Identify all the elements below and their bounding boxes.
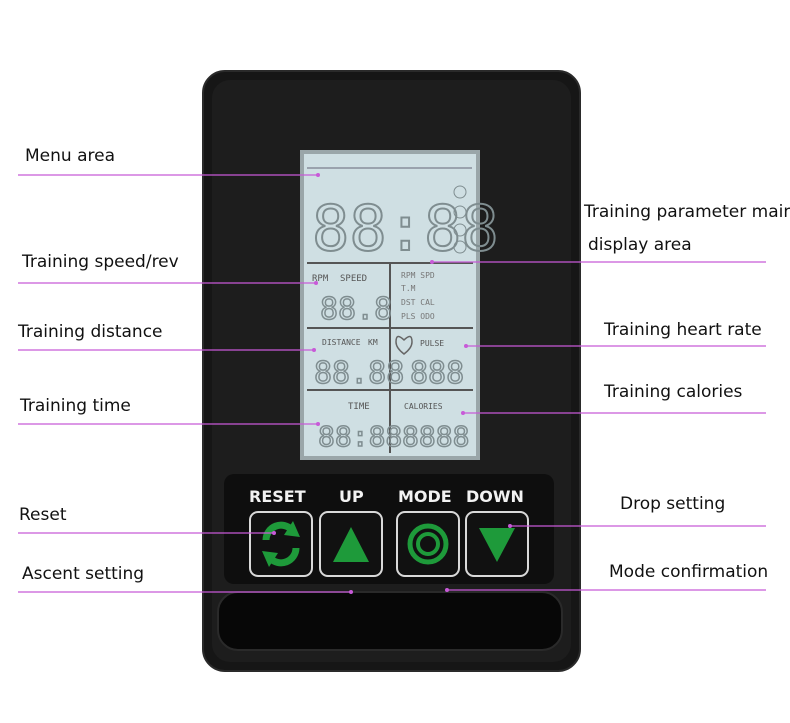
label-ascent-setting: Ascent setting (22, 564, 144, 584)
lcd-pulse-label: PULSE (420, 339, 444, 348)
label-mode-confirmation: Mode confirmation (609, 562, 768, 582)
down-button[interactable] (466, 512, 528, 576)
label-training-parameter-main-line2: display area (588, 235, 692, 255)
reset-button-text: RESET (249, 487, 306, 506)
label-reset: Reset (19, 505, 67, 525)
label-training-distance: Training distance (18, 322, 163, 342)
lcd-speed-digits: 88.8 (320, 292, 392, 327)
lcd-distance-digits: 88.88 (314, 356, 404, 391)
svg-text:PLS ODO: PLS ODO (401, 312, 435, 321)
label-training-speed-rev: Training speed/rev (22, 252, 179, 272)
svg-text:DST CAL: DST CAL (401, 298, 435, 307)
label-training-calories: Training calories (604, 382, 742, 402)
lcd-pulse-digits: 888 (410, 356, 464, 391)
reset-button[interactable] (250, 512, 312, 576)
lcd-time-digits: 88:88 (318, 420, 402, 453)
label-training-heart-rate: Training heart rate (604, 320, 762, 340)
lcd-main-digits: 88:88 (312, 192, 499, 265)
lcd-calories-digits: 8888 (402, 420, 469, 453)
label-menu-area: Menu area (25, 146, 115, 166)
lcd-speed-label: SPEED (340, 274, 367, 284)
svg-text:T.M: T.M (401, 284, 416, 293)
lcd-distance-label: DISTANCE (322, 338, 361, 347)
mode-button[interactable] (397, 512, 459, 576)
lcd-km-label: KM (368, 338, 378, 347)
lcd-time-label: TIME (348, 402, 370, 412)
label-drop-setting: Drop setting (620, 494, 725, 514)
console-handle (218, 592, 562, 650)
label-training-time: Training time (20, 396, 131, 416)
down-button-text: DOWN (466, 487, 524, 506)
label-training-parameter-main-line1: Training parameter main (584, 202, 790, 222)
mode-button-text: MODE (398, 487, 452, 506)
up-button[interactable] (320, 512, 382, 576)
up-button-text: UP (339, 487, 364, 506)
lcd-calories-label: CALORIES (404, 402, 443, 411)
svg-text:RPM SPD: RPM SPD (401, 271, 435, 280)
